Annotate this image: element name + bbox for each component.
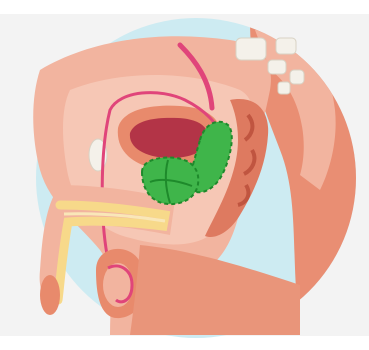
glans xyxy=(40,275,60,315)
